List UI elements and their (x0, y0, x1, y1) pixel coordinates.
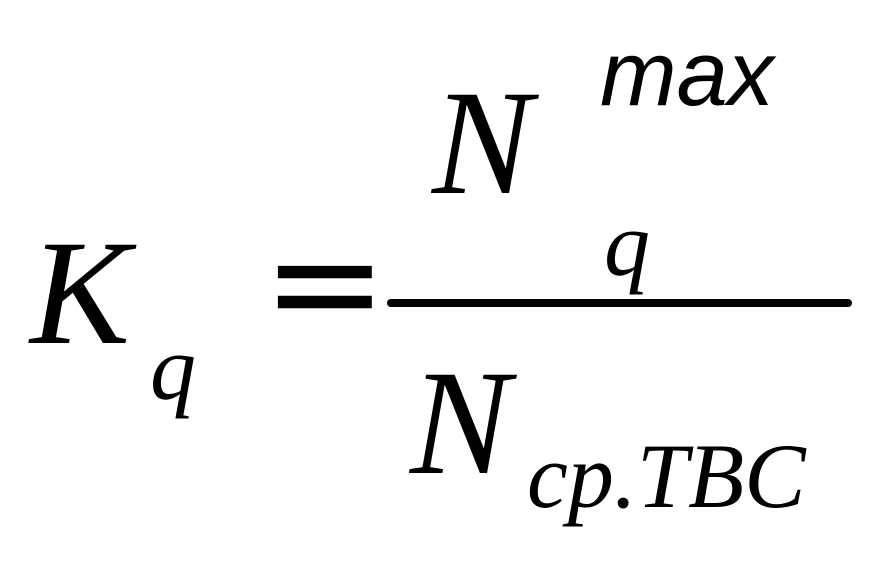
equals-sign: = (262, 196, 388, 370)
fraction-bar (387, 299, 852, 307)
denominator-symbol: N (410, 340, 511, 506)
denominator-subscript: cp.TBC (527, 425, 806, 527)
numerator-symbol: N (432, 60, 533, 226)
numerator-superscript: max (600, 23, 774, 125)
lhs-subscript: q (150, 317, 196, 419)
lhs-symbol: K (30, 210, 131, 376)
numerator-subscript: q (604, 193, 650, 295)
